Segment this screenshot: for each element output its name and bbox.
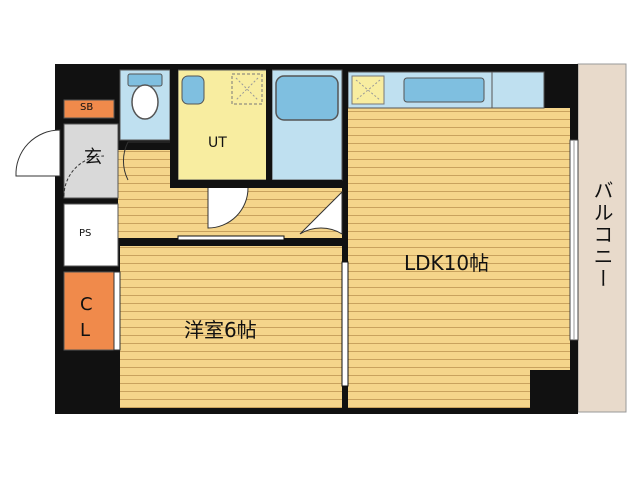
cl-box [63,271,115,351]
western-room-floor [120,246,342,408]
ldk-west-door [341,261,349,387]
washer-mark [235,77,259,101]
toilet-tank [127,73,163,87]
ldk-label: LDK10帖 [404,251,490,275]
ldk-floor [348,108,570,408]
cl-label: C L [80,294,93,341]
sink-icon [403,77,485,103]
balcony-label: バルコニー [590,180,614,290]
cl-door [113,271,121,351]
ps-label: PS [79,228,92,239]
toilet-icon [131,84,159,120]
door-swing-icon [63,155,105,197]
stove-mark [355,79,381,101]
door-swing-icon [207,187,249,229]
ldk-bottom-right-notch [530,370,578,414]
ut-left-wall [170,64,178,188]
wall-western-top [118,238,348,246]
washbasin-icon [181,75,205,105]
stove-mark [355,79,381,101]
entrance-floor [63,123,119,199]
sb-box [63,99,115,119]
door-swing-icon [299,190,343,235]
ut-label: UT [208,135,227,151]
sliding-door [177,235,285,241]
door-swing-icon [15,129,61,177]
balcony-area [577,63,627,413]
bathtub-icon [275,75,339,121]
door-swing-icon [122,141,170,181]
sb-label: SB [80,102,94,113]
ut-right-wall [266,64,272,188]
entrance-label: 玄 [84,147,102,168]
ps-box [63,203,119,267]
washer-mark [235,77,259,101]
wet-area-bottom-wall [170,180,342,188]
wall-ldk-west [342,64,348,414]
western-room-label: 洋室6帖 [184,318,257,342]
